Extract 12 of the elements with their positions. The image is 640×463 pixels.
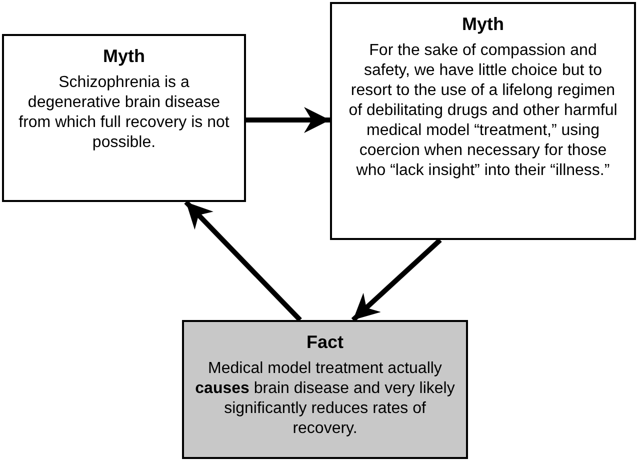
text-box [330,2,636,240]
box-heading: Myth [102,46,146,67]
text-box [2,34,246,202]
box-heading: Fact [305,332,344,353]
arrow [246,107,330,134]
arrow [184,200,302,322]
box-heading: Myth [461,14,505,35]
arrow [351,238,442,322]
box-text: Schizophrenia is a degenerative brain disease from which full recovery is not possible. [18,73,230,153]
box-text: For the sake of compassion and safety, we have little choice but to resort to the use of a lifelong regimen of debilitating drugs and other harmful medical model “treatment,” using coercion when necessary for those who “lack insight” into their “illness.” [348,41,618,181]
text-box [182,320,468,459]
box-text: Medical model treatment actually causes brain disease and very likely significantly reduces rates of recovery. [194,359,456,439]
